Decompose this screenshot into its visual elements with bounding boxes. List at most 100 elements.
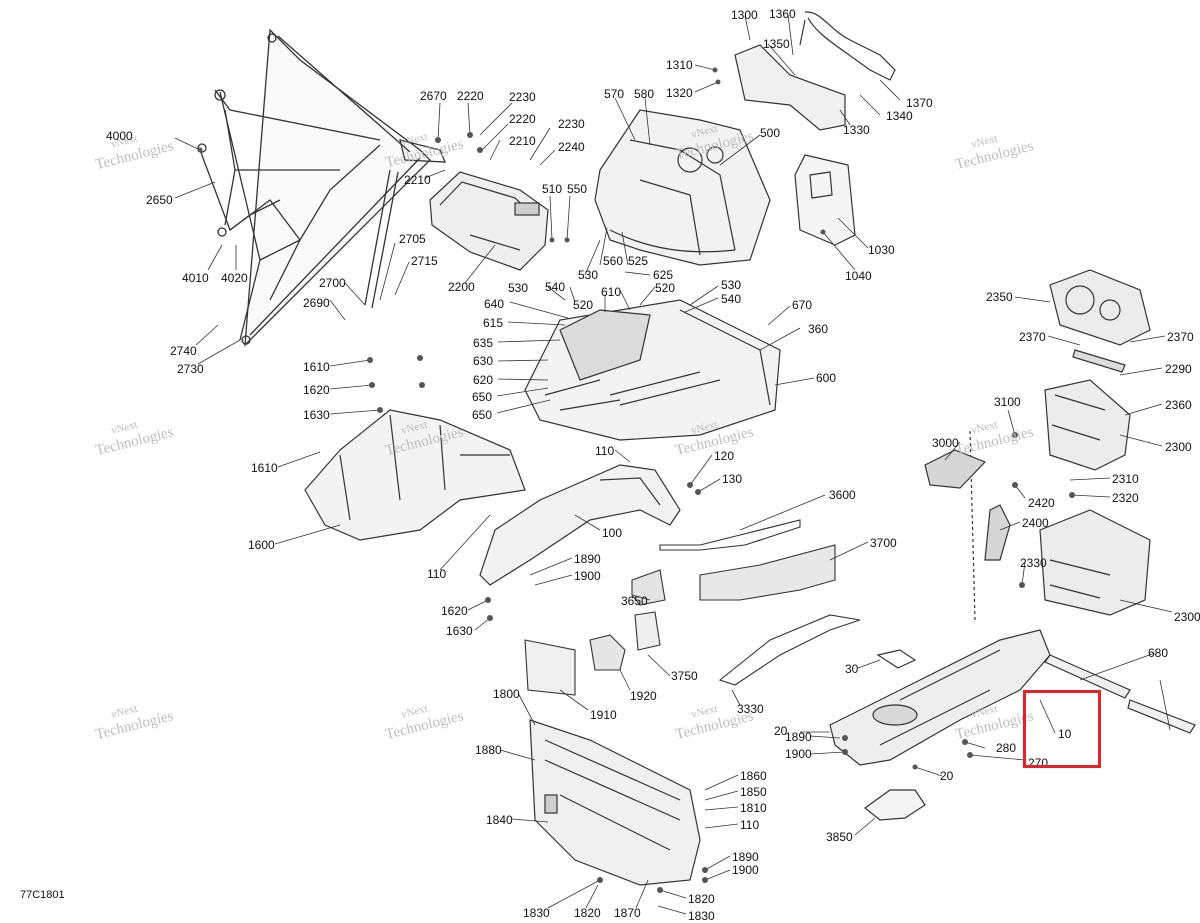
part-callout[interactable]: 2230 [509, 90, 536, 104]
part-callout[interactable]: 3700 [870, 536, 897, 550]
part-callout[interactable]: 2400 [1022, 516, 1049, 530]
part-callout[interactable]: 10 [1058, 727, 1072, 741]
part-callout[interactable]: 1840 [486, 813, 513, 827]
part-callout[interactable]: 1910 [590, 708, 617, 722]
part-callout[interactable]: 2740 [170, 344, 197, 358]
part-callout[interactable]: 30 [845, 662, 859, 676]
part-callout[interactable]: 3850 [826, 830, 853, 844]
part-callout[interactable]: 1810 [740, 801, 767, 815]
part-callout[interactable]: 1040 [845, 269, 872, 283]
part-callout[interactable]: 110 [595, 444, 615, 458]
part-callout[interactable]: 510 [542, 182, 563, 196]
part-callout[interactable]: 520 [573, 298, 594, 312]
part-callout[interactable]: 3600 [829, 488, 856, 502]
part-callout[interactable]: 110 [740, 818, 760, 832]
part-callout[interactable]: 1620 [441, 604, 468, 618]
part-callout[interactable]: 650 [472, 408, 493, 422]
part-callout[interactable]: 2320 [1112, 491, 1139, 505]
part-callout[interactable]: 2370 [1019, 330, 1046, 344]
part-callout[interactable]: 580 [634, 87, 655, 101]
part-callout[interactable]: 1890 [785, 730, 812, 744]
part-callout[interactable]: 1900 [732, 863, 759, 877]
part-callout[interactable]: 615 [483, 316, 504, 330]
part-callout[interactable]: 4020 [221, 271, 248, 285]
part-callout[interactable]: 1360 [769, 7, 796, 21]
part-callout[interactable]: 540 [545, 280, 566, 294]
part-callout[interactable]: 2700 [319, 276, 346, 290]
part-callout[interactable]: 650 [472, 390, 493, 404]
part-callout[interactable]: 1830 [688, 909, 715, 923]
part-callout[interactable]: 1900 [785, 747, 812, 761]
part-callout[interactable]: 1600 [248, 538, 275, 552]
part-callout[interactable]: 2420 [1028, 496, 1055, 510]
part-callout[interactable]: 1890 [732, 850, 759, 864]
part-callout[interactable]: 20 [940, 769, 954, 783]
part-callout[interactable]: 2670 [420, 89, 447, 103]
part-callout[interactable]: 635 [473, 336, 494, 350]
part-callout[interactable]: 640 [484, 297, 505, 311]
part-callout[interactable]: 3650 [621, 594, 648, 608]
part-callout[interactable]: 1900 [574, 569, 601, 583]
part-callout[interactable]: 670 [792, 298, 813, 312]
part-callout[interactable]: 520 [655, 281, 676, 295]
part-callout[interactable]: 110 [427, 567, 447, 581]
part-callout[interactable]: 1830 [523, 906, 550, 920]
part-callout[interactable]: 610 [601, 285, 622, 299]
part-callout[interactable]: 1350 [763, 37, 790, 51]
part-callout[interactable]: 1330 [843, 123, 870, 137]
part-callout[interactable]: 570 [604, 87, 625, 101]
part-callout[interactable]: 2200 [448, 280, 475, 294]
part-callout[interactable]: 20 [774, 724, 788, 738]
part-callout[interactable]: 2730 [177, 362, 204, 376]
part-callout[interactable]: 620 [473, 373, 494, 387]
part-callout[interactable]: 360 [808, 322, 829, 336]
part-callout[interactable]: 550 [567, 182, 588, 196]
part-callout[interactable]: 1300 [731, 8, 758, 22]
part-callout[interactable]: 2220 [457, 89, 484, 103]
part-callout[interactable]: 1370 [906, 96, 933, 110]
part-callout[interactable]: 1340 [886, 109, 913, 123]
part-callout[interactable]: 2690 [303, 296, 330, 310]
part-callout[interactable]: 1850 [740, 785, 767, 799]
part-callout[interactable]: 120 [714, 449, 735, 463]
part-callout[interactable]: 1630 [446, 624, 473, 638]
part-callout[interactable]: 625 [653, 268, 674, 282]
part-callout[interactable]: 2300 [1165, 440, 1192, 454]
part-callout[interactable]: 1920 [630, 689, 657, 703]
part-callout[interactable]: 1860 [740, 769, 767, 783]
part-callout[interactable]: 1630 [303, 408, 330, 422]
part-callout[interactable]: 530 [508, 281, 529, 295]
part-callout[interactable]: 1820 [574, 906, 601, 920]
part-callout[interactable]: 2360 [1165, 398, 1192, 412]
part-callout[interactable]: 530 [721, 278, 742, 292]
part-callout[interactable]: 2240 [558, 140, 585, 154]
part-callout[interactable]: 2230 [558, 117, 585, 131]
part-callout[interactable]: 1870 [614, 906, 641, 920]
part-callout[interactable]: 2210 [509, 134, 536, 148]
part-callout[interactable]: 3100 [994, 395, 1021, 409]
part-callout[interactable]: 530 [578, 268, 599, 282]
part-callout[interactable]: 680 [1148, 646, 1169, 660]
part-callout[interactable]: 600 [816, 371, 837, 385]
part-callout[interactable]: 3330 [737, 702, 764, 716]
part-callout[interactable]: 560 [603, 254, 624, 268]
part-callout[interactable]: 2310 [1112, 472, 1139, 486]
part-callout[interactable]: 1310 [666, 58, 693, 72]
part-callout[interactable]: 2350 [986, 290, 1013, 304]
part-callout[interactable]: 2705 [399, 232, 426, 246]
part-callout[interactable]: 540 [721, 292, 742, 306]
part-callout[interactable]: 1030 [868, 243, 895, 257]
part-callout[interactable]: 2715 [411, 254, 438, 268]
part-callout[interactable]: 2650 [146, 193, 173, 207]
part-callout[interactable]: 1610 [303, 360, 330, 374]
part-callout[interactable]: 1880 [475, 743, 502, 757]
part-callout[interactable]: 2290 [1165, 362, 1192, 376]
part-callout[interactable]: 1890 [574, 552, 601, 566]
part-callout[interactable]: 1620 [303, 383, 330, 397]
part-callout[interactable]: 525 [628, 254, 649, 268]
part-callout[interactable]: 4010 [182, 271, 209, 285]
part-callout[interactable]: 3000 [932, 436, 959, 450]
part-callout[interactable]: 2300 [1174, 610, 1200, 624]
part-callout[interactable]: 280 [996, 741, 1017, 755]
part-callout[interactable]: 1820 [688, 892, 715, 906]
